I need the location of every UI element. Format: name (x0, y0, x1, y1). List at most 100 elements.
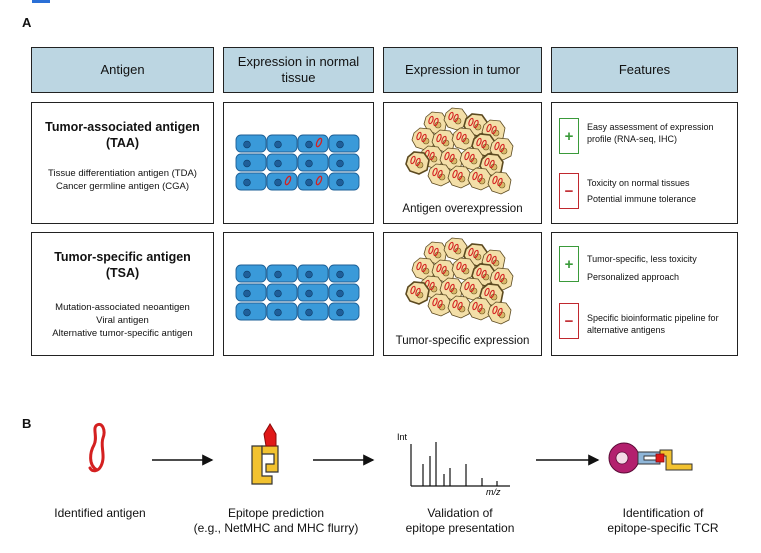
antigen-marker (428, 245, 434, 255)
antigen-marker (448, 241, 454, 251)
step-validation: Validation of epitope presentation (385, 506, 535, 536)
tsa-title-line1: Tumor-specific antigen (54, 250, 191, 264)
antigen-marker (497, 177, 503, 187)
t-cell-tcr-icon (608, 442, 693, 474)
antigen-marker (410, 285, 416, 295)
epithelial-cell (235, 302, 267, 321)
panel-b-label: B (22, 416, 32, 431)
taa-title-line2: (TAA) (105, 136, 140, 150)
antigen-marker (464, 281, 470, 291)
cell-nucleus (274, 140, 282, 149)
antigen-marker (472, 301, 478, 311)
step-validation-line2: epitope presentation (405, 521, 515, 535)
cell-nucleus (336, 289, 344, 298)
cell-nucleus (305, 289, 313, 298)
antigen-marker (457, 171, 463, 181)
step-identified-antigen: Identified antigen (54, 506, 146, 520)
antigen-marker (432, 167, 438, 177)
antigen-marker (489, 159, 495, 169)
antigen-marker (415, 157, 421, 167)
antigen-marker (284, 175, 292, 186)
antigen-marker (476, 137, 482, 147)
cell-nucleus (274, 159, 282, 168)
top-link-underline[interactable] (32, 0, 50, 3)
step-epitope-prediction-line1: Epitope prediction (227, 506, 325, 520)
antigen-marker (452, 299, 458, 309)
taa-tumor-caption: Antigen overexpression (402, 203, 523, 215)
step-identification-tcr: Identification of epitope-specific TCR (588, 506, 738, 536)
antigen-marker (468, 117, 474, 127)
header-antigen: Antigen (31, 47, 214, 93)
antigen-marker (429, 281, 435, 291)
antigen-marker (416, 131, 422, 141)
epithelial-cell (297, 302, 329, 321)
header-features: Features (551, 47, 738, 93)
cell-nucleus (243, 270, 251, 279)
antigen-marker (477, 303, 483, 313)
tsa-tumor-caption: Tumor-specific expression (395, 335, 530, 347)
antigen-marker (429, 151, 435, 161)
cell-nucleus (243, 159, 251, 168)
epithelial-cell (297, 134, 329, 153)
taa-pro: Easy assessment of expression profile (R… (587, 122, 714, 144)
epithelial-cell (235, 153, 267, 172)
cell-nucleus (243, 178, 251, 187)
tsa-item: Mutation-associated neoantigen (55, 302, 190, 313)
normal-tissue-cells-taa (235, 134, 360, 191)
antigen-marker (432, 297, 438, 307)
taa-normal-tissue-cell (223, 102, 374, 224)
antigen-marker (497, 307, 503, 317)
antigen-marker (494, 271, 500, 281)
antigen-marker (473, 119, 479, 129)
antigen-marker (499, 143, 505, 153)
epithelial-cell (235, 283, 267, 302)
tsa-con: Specific bioinformatic pipeline for alte… (587, 313, 719, 335)
taa-item: Cancer germline antigen (CGA) (55, 181, 190, 192)
taa-con: Potential immune tolerance (587, 194, 697, 204)
taa-title: Tumor-associated antigen (TAA) (32, 119, 213, 151)
antigen-marker (469, 153, 475, 163)
tumor-cluster-taa (405, 107, 514, 195)
antigen-marker (461, 263, 467, 273)
tsa-features-cell: + Tumor-specific, less toxicity Personal… (551, 232, 738, 356)
epithelial-cell (266, 283, 298, 302)
cell-nucleus (305, 178, 313, 187)
plus-icon: + (559, 118, 579, 154)
antigen-marker (437, 299, 443, 309)
antigen-marker (415, 287, 421, 297)
tsa-item: Alternative tumor-specific antigen (52, 328, 193, 339)
epithelial-cell (328, 264, 360, 283)
epithelial-cell (328, 172, 360, 191)
epithelial-cell (297, 153, 329, 172)
antigen-marker (469, 283, 475, 293)
cell-nucleus (243, 308, 251, 317)
antigen-marker (428, 115, 434, 125)
cell-nucleus (274, 178, 282, 187)
antigen-marker (456, 261, 462, 271)
antigen-marker (441, 135, 447, 145)
antigen-marker (477, 173, 483, 183)
antigen-marker (448, 111, 454, 121)
epithelial-cell (328, 153, 360, 172)
antigen-marker (472, 171, 478, 181)
antigen-marker (486, 123, 492, 133)
cell-nucleus (274, 270, 282, 279)
cell-nucleus (305, 140, 313, 149)
epithelial-cell (235, 172, 267, 191)
antigen-marker (437, 169, 443, 179)
antigen-marker (436, 133, 442, 143)
antigen-marker (468, 247, 474, 257)
epithelial-cell (266, 134, 298, 153)
antigen-marker (492, 175, 498, 185)
epithelial-cell (328, 134, 360, 153)
taa-title-line1: Tumor-associated antigen (45, 120, 200, 134)
antigen-marker (449, 283, 455, 293)
tsa-tumor-cell: Tumor-specific expression (383, 232, 542, 356)
antigen-marker (484, 287, 490, 297)
workflow-diagram: Int m/z (88, 422, 693, 497)
epithelial-cell (328, 283, 360, 302)
cell-nucleus (274, 308, 282, 317)
antigen-marker (444, 151, 450, 161)
step-validation-line1: Validation of (427, 506, 493, 520)
cell-nucleus (243, 289, 251, 298)
